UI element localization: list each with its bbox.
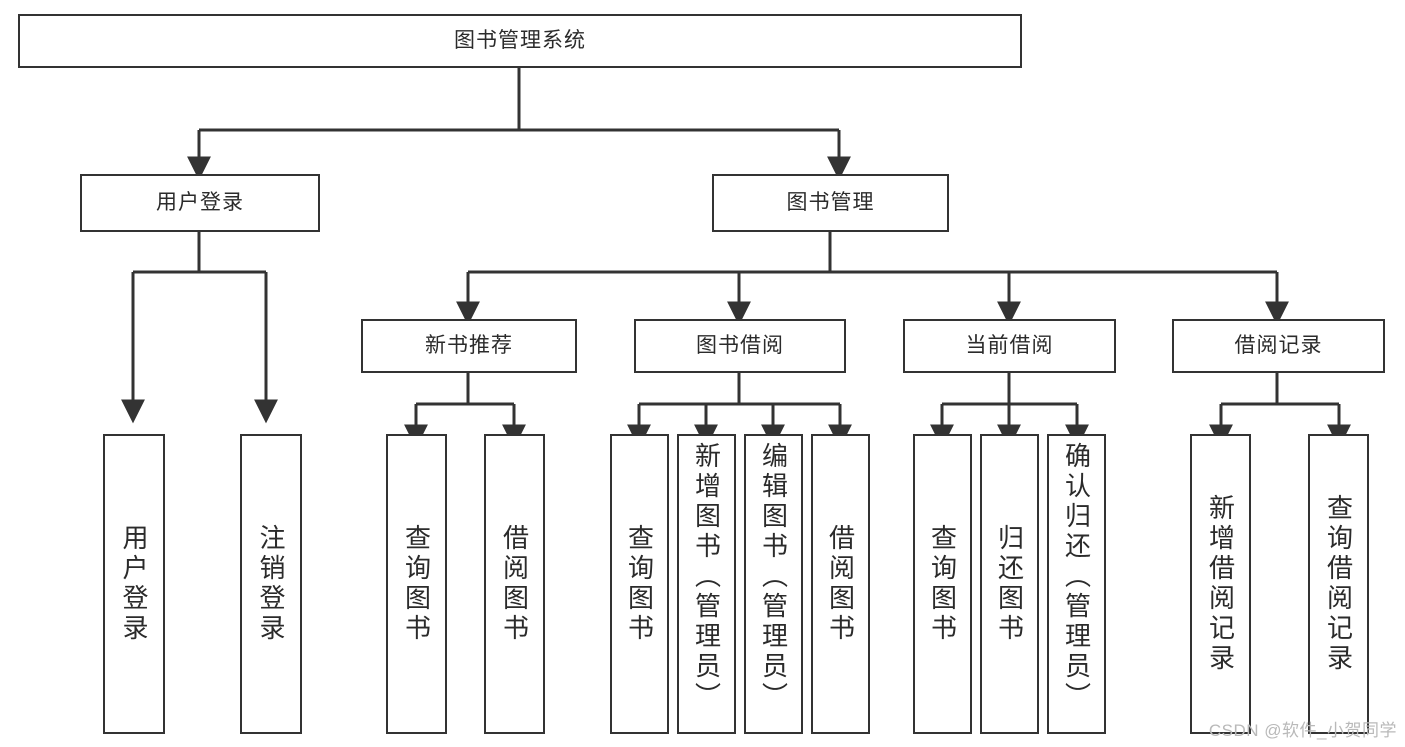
node-root-book-management-system[interactable]: 图书管理系统: [18, 14, 1022, 68]
leaf-edit-book-admin[interactable]: 编辑图书（管理员）: [744, 434, 803, 734]
node-book-management[interactable]: 图书管理: [712, 174, 949, 232]
node-label: 当前借阅: [965, 334, 1054, 358]
node-label: 查询借阅记录: [1323, 494, 1354, 674]
node-label: 归还图书: [994, 524, 1025, 644]
node-label: 注销登录: [256, 524, 286, 644]
node-book-borrowing[interactable]: 图书借阅: [634, 319, 846, 373]
node-new-book-recommendation[interactable]: 新书推荐: [361, 319, 577, 373]
node-borrowing-records[interactable]: 借阅记录: [1172, 319, 1385, 373]
leaf-user-login[interactable]: 用户登录: [103, 434, 165, 734]
leaf-query-books-current[interactable]: 查询图书: [913, 434, 972, 734]
node-label: 新增图书（管理员）: [691, 442, 722, 712]
node-label: 借阅图书: [825, 524, 856, 644]
node-label: 用户登录: [156, 191, 244, 215]
node-label: 图书借阅: [696, 334, 784, 358]
leaf-logout[interactable]: 注销登录: [240, 434, 302, 734]
node-user-login[interactable]: 用户登录: [80, 174, 320, 232]
node-label: 新增借阅记录: [1205, 494, 1236, 674]
node-label: 编辑图书（管理员）: [758, 442, 789, 712]
watermark: CSDN @软件_小贺同学: [1208, 721, 1397, 740]
node-label: 图书管理系统: [454, 29, 586, 53]
leaf-query-books-borrowing[interactable]: 查询图书: [610, 434, 669, 734]
node-label: 查询图书: [624, 524, 655, 644]
leaf-query-borrow-record[interactable]: 查询借阅记录: [1308, 434, 1369, 734]
node-label: 借阅图书: [499, 524, 530, 644]
node-label: 借阅记录: [1234, 334, 1323, 358]
leaf-borrow-books-borrowing[interactable]: 借阅图书: [811, 434, 870, 734]
leaf-confirm-return-admin[interactable]: 确认归还（管理员）: [1047, 434, 1106, 734]
leaf-query-books-recommend[interactable]: 查询图书: [386, 434, 447, 734]
leaf-return-books[interactable]: 归还图书: [980, 434, 1039, 734]
node-label: 查询图书: [401, 524, 432, 644]
node-label: 图书管理: [786, 191, 875, 215]
node-label: 新书推荐: [425, 334, 513, 358]
node-label: 确认归还（管理员）: [1061, 442, 1092, 712]
leaf-add-borrow-record[interactable]: 新增借阅记录: [1190, 434, 1251, 734]
leaf-borrow-books-recommend[interactable]: 借阅图书: [484, 434, 545, 734]
node-current-borrowing[interactable]: 当前借阅: [903, 319, 1116, 373]
node-label: 用户登录: [119, 524, 149, 644]
node-label: 查询图书: [927, 524, 958, 644]
leaf-add-book-admin[interactable]: 新增图书（管理员）: [677, 434, 736, 734]
